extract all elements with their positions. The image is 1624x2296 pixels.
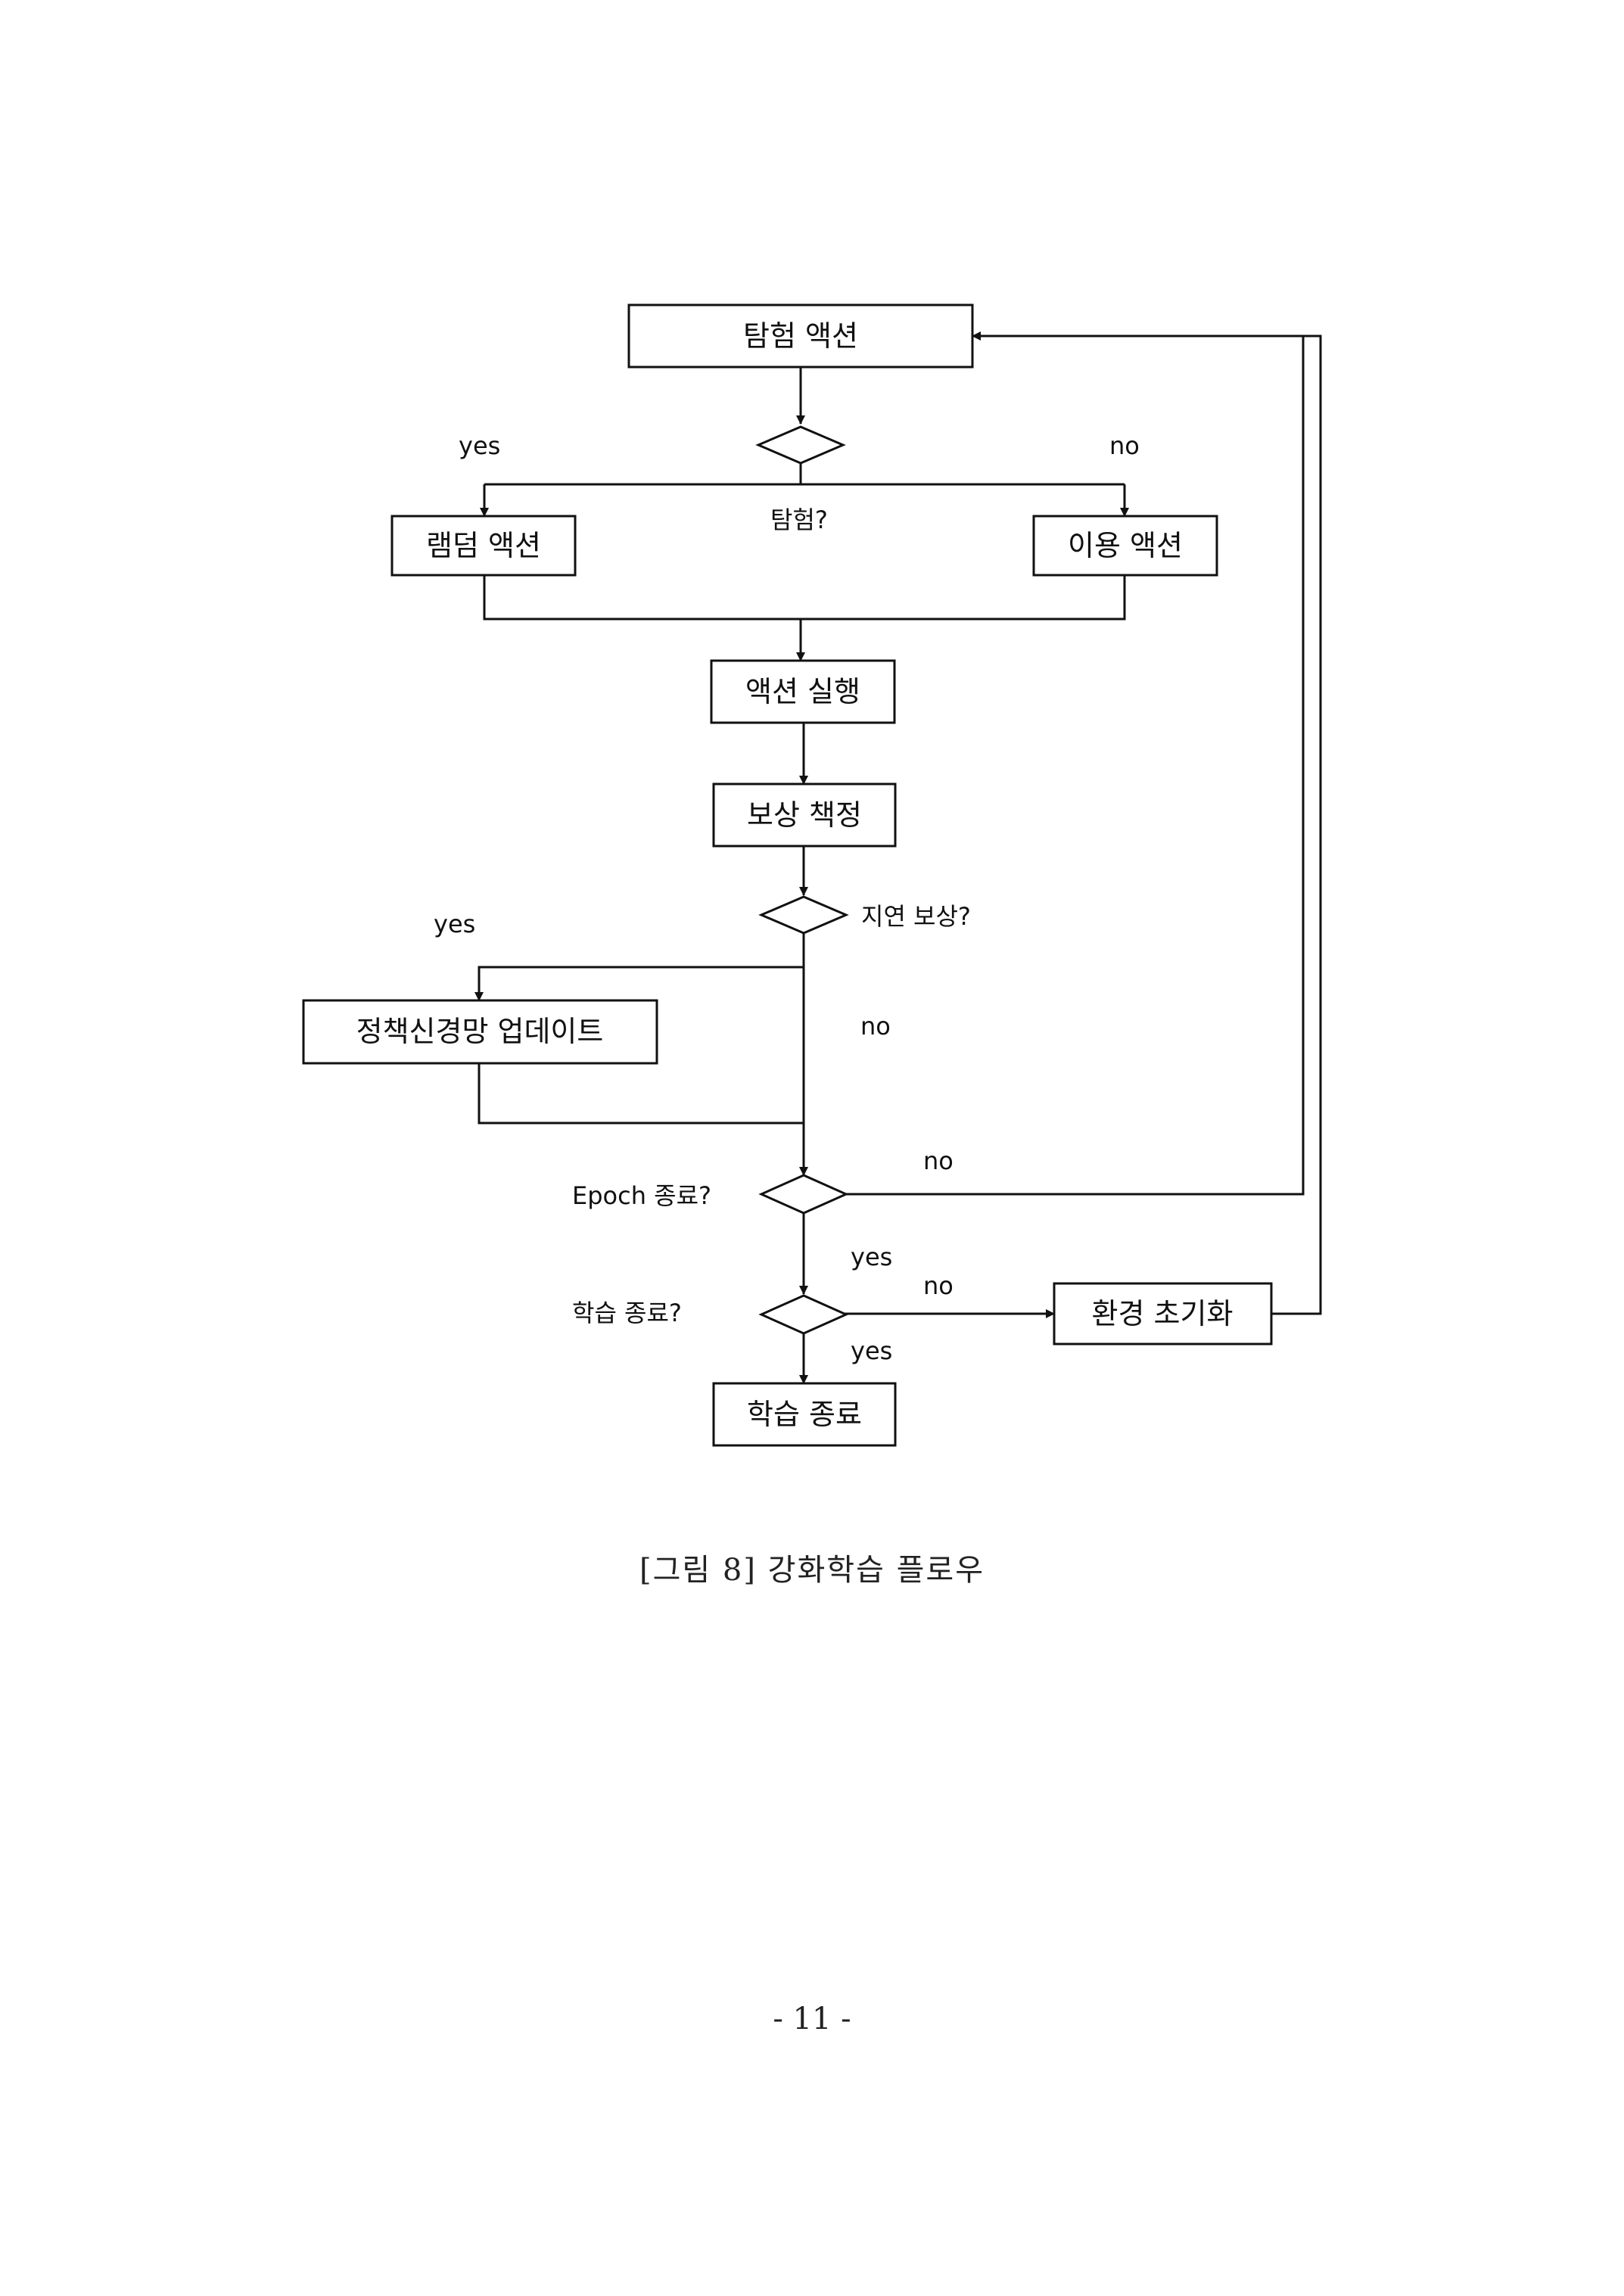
node-execute-action (710, 659, 896, 724)
decision-delayed-reward-diamond (758, 895, 849, 935)
edge-env-reset-loop (1271, 334, 1322, 1315)
decision-training-done-label: 학습 종료? (572, 1299, 682, 1327)
edge-label-explore-yes: yes (459, 431, 500, 460)
node-env-reset (1053, 1282, 1273, 1346)
decision-explore-diamond (755, 425, 846, 465)
decision-training-done-diamond (758, 1294, 849, 1335)
node-exploit-action-label: 이용 액션 (1068, 529, 1183, 562)
node-exploit-action (1032, 515, 1218, 577)
figure-caption: [그림 8] 강화학습 플로우 (639, 1553, 985, 1588)
edge-label-explore-no: no (1109, 431, 1140, 460)
node-policy-network-update (302, 999, 658, 1065)
edge-label-delayed-no: no (860, 1012, 891, 1041)
flowchart: 탐험 액션 램덤 액션 이용 액션 액션 실행 보상 책정 정책신경망 업데이트… (302, 303, 1322, 1447)
decision-explore-label: 탐험? (770, 506, 828, 534)
edge-label-training-no: no (923, 1271, 954, 1300)
edge-label-training-yes: yes (851, 1336, 892, 1365)
edge-label-delayed-yes: yes (434, 910, 475, 938)
node-reward-policy (712, 782, 897, 848)
decision-delayed-reward-label: 지연 보상? (861, 902, 971, 931)
node-random-action (390, 515, 577, 577)
decision-epoch-end-diamond (758, 1174, 849, 1215)
edge-label-epoch-no: no (923, 1146, 954, 1175)
node-explore-action (627, 303, 974, 369)
edge-delayed-yes (474, 966, 804, 1001)
node-training-end-label: 학습 종료 (747, 1398, 862, 1431)
node-explore-action-label: 탐험 액션 (743, 319, 858, 353)
edge-merge-actions (483, 575, 1126, 621)
edge-epoch-no-loop (843, 331, 1305, 1196)
node-env-reset-label: 환경 초기화 (1092, 1297, 1234, 1330)
page-number: - 11 - (773, 2002, 851, 2036)
node-random-action-label: 램덤 액션 (426, 529, 541, 562)
node-training-end (712, 1382, 897, 1447)
node-execute-action-label: 액션 실행 (745, 675, 860, 708)
node-reward-policy-label: 보상 책정 (747, 798, 862, 832)
edge-label-epoch-yes: yes (851, 1243, 892, 1271)
edge-policy-to-epoch (478, 1063, 804, 1125)
node-policy-network-update-label: 정책신경망 업데이트 (356, 1015, 604, 1048)
decision-epoch-end-label: Epoch 종료? (572, 1181, 711, 1210)
